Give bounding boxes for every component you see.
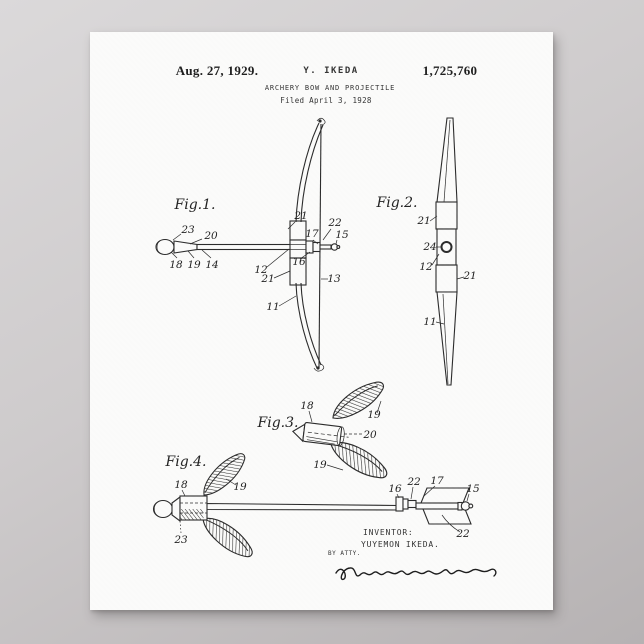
patent-date: Aug. 27, 1929. [175,63,259,78]
fig2-bow-stave: Fig.2. 21 24 12 21 11 [376,117,477,386]
fig1-reference-numerals: 23 20 18 19 14 12 16 21 21 17 22 15 13 1… [169,210,349,313]
ref-12: 12 [254,264,268,276]
ref-15: 15 [466,483,480,495]
ref-19-lower: 19 [313,459,327,471]
fig1-bow-and-arrow: Fig.1. 23 20 18 19 14 12 16 21 21 17 22 … [155,117,349,372]
ref-12: 12 [419,261,433,273]
ref-21-upper: 21 [416,215,430,227]
ref-19-upper: 19 [367,409,381,421]
arrow-blunt-head [155,238,198,256]
patent-number: 1,725,760 [422,63,478,78]
grip-wrap-upper [435,201,458,230]
ref-16: 16 [292,256,306,268]
fig1-label: Fig.1. [174,197,216,213]
fig4-complete-arrow: Fig.4. 18 19 23 16 22 17 15 22 [152,448,480,565]
ref-24: 24 [422,241,436,253]
ref-16: 16 [388,483,402,495]
ref-19: 19 [233,481,247,493]
patent-drawing: Fig.1. 23 20 18 19 14 12 16 21 21 17 22 … [152,117,497,581]
fig4-reference-numerals: 18 19 23 16 22 17 15 22 [173,475,480,546]
ref-18: 18 [169,259,183,271]
ref-17: 17 [430,475,444,487]
ref-18: 18 [300,400,314,412]
fig2-label: Fig.2. [376,195,418,211]
head-cylinder [291,421,349,447]
ref-23: 23 [180,224,195,236]
inventor-name: YUYEMON IKEDA. [361,540,440,549]
ref-11: 11 [266,301,279,313]
ref-21-top: 21 [293,210,307,222]
blunt-head [152,495,208,523]
nock-knob [457,501,474,511]
grip-wrap-lower [435,264,458,293]
bow-limbs [295,122,324,369]
ref-14: 14 [205,259,218,271]
ref-13: 13 [327,273,341,285]
fig2-reference-numerals: 21 24 12 21 11 [416,215,476,328]
ref-22: 22 [327,217,342,229]
fletching-upper [420,487,470,504]
arrow-hole [440,241,453,253]
ref-20: 20 [362,429,377,441]
fig1-leader-lines [170,221,338,307]
arrow-nock-end [305,240,341,254]
ref-23: 23 [173,534,188,546]
patent-print-page: Aug. 27, 1929. Y. IKEDA 1,725,760 ARCHER… [90,32,553,610]
fig2-leader-lines [429,215,465,325]
ref-17: 17 [305,228,319,240]
arrow-shaft [196,243,292,251]
ref-19: 19 [187,259,201,271]
patent-title: ARCHERY BOW AND PROJECTILE [264,84,396,92]
ref-22-top: 22 [406,476,421,488]
stave-lower-limb [436,291,458,386]
applicant-name: Y. IKEDA [303,66,359,76]
attorney-signature [335,567,497,581]
string-knots [313,117,326,372]
ref-18: 18 [174,479,188,491]
ref-22-bottom: 22 [455,528,470,540]
fig3-feathered-head-detail: Fig.3. 18 19 20 19 [257,376,392,487]
arrow-shaft [205,502,399,511]
fig4-leader-lines [179,478,470,534]
inventor-caption: INVENTOR: [363,528,414,537]
ref-21-bottom: 21 [260,273,274,285]
ref-15: 15 [335,229,349,241]
bow-grip [289,220,307,286]
fig4-label: Fig.4. [165,454,207,470]
fletching-lower [422,508,472,525]
by-attorney-label: BY ATTY. [328,550,361,557]
ref-21-lower: 21 [462,270,476,282]
fig3-label: Fig.3. [257,415,299,431]
ref-20: 20 [203,230,218,242]
fig3-reference-numerals: 18 19 20 19 [300,400,381,471]
filed-date: Filed April 3, 1928 [280,96,372,105]
ref-11: 11 [423,316,436,328]
fig3-leader-lines [308,400,382,471]
